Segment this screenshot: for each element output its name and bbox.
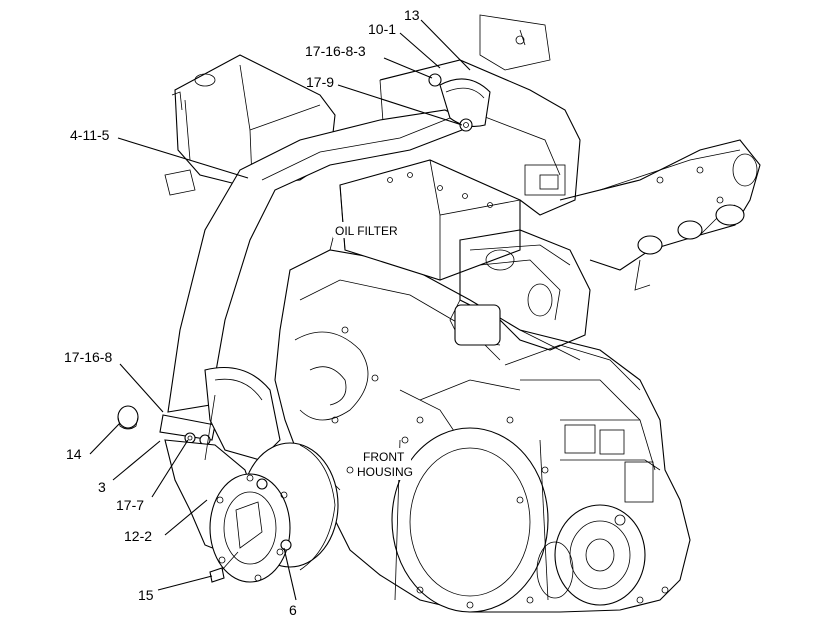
leader-lines bbox=[89, 19, 471, 601]
callout-14: 14 bbox=[66, 446, 82, 462]
upper-clamp bbox=[428, 73, 491, 132]
cap-part-14 bbox=[117, 405, 139, 430]
annotations: OIL FILTER FRONT HOUSING bbox=[333, 222, 413, 480]
callout-10-1: 10-1 bbox=[368, 21, 396, 37]
callout-labels: 13 10-1 17-16-8-3 17-9 4-11-5 17-16-8 14… bbox=[64, 7, 420, 618]
callout-17-9: 17-9 bbox=[306, 74, 334, 90]
callout-4-11-5: 4-11-5 bbox=[70, 127, 110, 143]
turbo-adapter bbox=[164, 366, 339, 583]
accessory-bracket bbox=[449, 229, 591, 361]
front-housing-label-line2: HOUSING bbox=[357, 465, 413, 479]
callout-13: 13 bbox=[404, 7, 420, 23]
callout-6: 6 bbox=[289, 602, 297, 618]
bolt-part-15 bbox=[209, 551, 239, 583]
exhaust-manifold bbox=[559, 139, 761, 291]
callout-3: 3 bbox=[98, 479, 106, 495]
crank-opening bbox=[391, 427, 549, 613]
oil-filter-label: OIL FILTER bbox=[335, 224, 398, 238]
oil-filter-base bbox=[339, 159, 521, 281]
callout-17-7: 17-7 bbox=[116, 497, 144, 513]
callout-15: 15 bbox=[138, 587, 154, 603]
housing-bolts bbox=[331, 326, 669, 609]
gear-cover bbox=[536, 504, 646, 606]
callout-12-2: 12-2 bbox=[124, 528, 152, 544]
front-housing-label-line1: FRONT bbox=[363, 450, 405, 464]
callout-17-16-8-3: 17-16-8-3 bbox=[305, 43, 366, 59]
callout-17-16-8: 17-16-8 bbox=[64, 349, 112, 365]
